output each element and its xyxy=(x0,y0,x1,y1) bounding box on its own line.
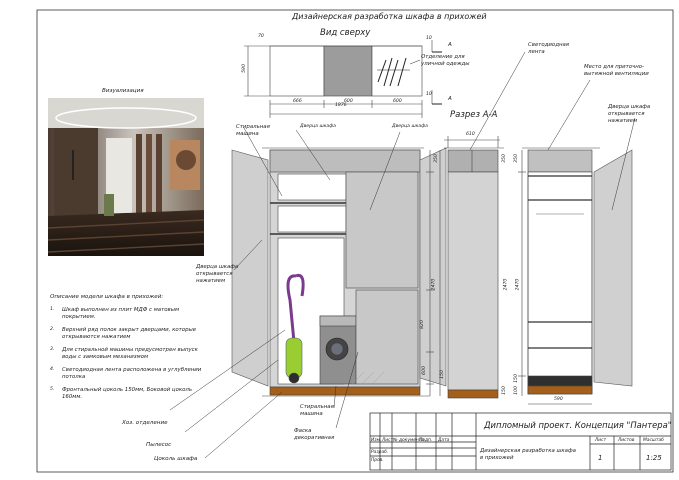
top-view-title: Вид сверху xyxy=(320,28,371,38)
dim-d3: 600 xyxy=(393,99,402,104)
leader-lines xyxy=(169,51,636,459)
description-heading: Описание модели шкафа в прихожей: xyxy=(50,294,164,300)
title-block-frame xyxy=(369,412,672,471)
dim-edge-c: 10 xyxy=(426,92,432,97)
dim-d1: 666 xyxy=(293,99,302,104)
dim-edge-b: 10 xyxy=(426,36,432,41)
dim-d2: 600 xyxy=(344,99,353,104)
hallway-render-image xyxy=(48,98,204,256)
description-item: 4. Светодиодная лента расположена в углу… xyxy=(50,367,220,381)
callout-door-right: Дверца шкафа открывается нажатием xyxy=(608,104,651,124)
visualization-title: Визуализация xyxy=(102,88,144,94)
item-num: 4. xyxy=(50,367,55,372)
section-dim-width: 610 xyxy=(466,132,475,137)
visualization-render xyxy=(48,98,204,256)
stamp-work-title: Дизайнерская разработка шкафа в прихожей xyxy=(480,448,576,461)
right-dim-height: 2470 xyxy=(515,278,521,291)
stamp-h-list: Лист xyxy=(382,438,394,443)
callout-washing-top: Стиральная машина xyxy=(236,124,270,137)
item-num: 2. xyxy=(50,327,55,332)
section-dim-height: 2470 xyxy=(503,278,509,291)
dim-edge-a: 70 xyxy=(258,34,264,39)
callout-ventilation: Место для приточно-вытяжной вентиляции xyxy=(584,64,649,77)
item-text: Фронтальный цоколь 150мм, Боковой цоколь… xyxy=(62,387,193,400)
section-mark-top: A xyxy=(448,42,452,48)
stamp-project: Дипломный проект. Концепция "Пантера" xyxy=(484,420,672,430)
dim-total: 1876 xyxy=(335,103,347,108)
item-num: 3. xyxy=(50,347,55,352)
item-text: Шкаф выполнен из плит МДФ с матовым покр… xyxy=(62,307,180,320)
stamp-col-sheets: Листов xyxy=(618,438,635,443)
description-item: 3. Для стиральной машины предусмотрен вы… xyxy=(50,347,220,361)
front-dim-h1: 2470 xyxy=(431,278,437,291)
section-mark-bottom: A xyxy=(448,96,452,102)
callout-household: Хоз. отделение xyxy=(122,420,168,426)
stamp-col-scale: Масштаб xyxy=(643,438,664,443)
front-dim-h2: 820 xyxy=(419,320,425,329)
callout-door-left: Дверца шкафа открывается нажатием xyxy=(196,264,239,284)
sheet-title: Дизайнерская разработка шкафа в прихожей xyxy=(292,12,487,21)
section-dim-top: 350 xyxy=(501,154,507,163)
right-cabinet-view xyxy=(518,147,633,405)
stamp-h-izm: Изм. xyxy=(371,438,382,443)
stamp-scale: 1:25 xyxy=(646,454,662,462)
sheet-frame xyxy=(36,9,674,473)
description-item: 2. Верхний ряд полок закрыт дверцами, ко… xyxy=(50,327,220,341)
right-dim-width: 590 xyxy=(554,397,563,402)
section-view xyxy=(439,136,504,399)
front-dim-bottom: 150 xyxy=(439,370,445,379)
section-title: Разрез А-А xyxy=(450,110,498,120)
stamp-role-check: Пров. xyxy=(371,458,384,463)
front-dim-h3: 600 xyxy=(421,366,427,375)
item-num: 1. xyxy=(50,307,55,312)
callout-plinth: Цоколь шкафа xyxy=(154,456,198,462)
front-view-cabinet xyxy=(231,147,447,397)
stamp-sheet-number: 1 xyxy=(598,454,603,462)
top-view-plan xyxy=(244,40,442,118)
right-dim-shelf: 150 xyxy=(513,374,519,383)
stamp-col-sheet: Лист xyxy=(595,438,607,443)
stamp-h-doc: № документа xyxy=(393,438,425,443)
stamp-h-date: Дата xyxy=(438,438,450,443)
callout-door-a: Дверца шкафа xyxy=(300,124,336,129)
right-dim-bottom: 100 xyxy=(513,386,519,395)
item-num: 5. xyxy=(50,387,55,392)
item-text: Верхний ряд полок закрыт дверцами, котор… xyxy=(62,327,197,340)
dim-depth: 590 xyxy=(241,64,247,73)
section-dim-bottom: 150 xyxy=(501,386,507,395)
description-item: 5. Фронтальный цоколь 150мм, Боковой цок… xyxy=(50,387,220,401)
callout-outerwear: Отделение для уличной одежды xyxy=(421,54,470,67)
description-item: 1. Шкаф выполнен из плит МДФ с матовым п… xyxy=(50,307,220,321)
callout-washing-bottom: Стиральная машина xyxy=(300,404,334,417)
callout-door-b: Дверца шкафа xyxy=(392,124,428,129)
item-text: Для стиральной машины предусмотрен выпус… xyxy=(62,347,198,360)
callout-facade: Фаска декоративная xyxy=(294,428,335,441)
stamp-role-dev: Разраб. xyxy=(371,450,389,455)
item-text: Светодиодная лента расположена в углубле… xyxy=(62,367,202,380)
callout-led-strip: Светодиодная лента xyxy=(528,42,570,55)
stamp-h-sign: Подп. xyxy=(419,438,433,443)
description-block: Описание модели шкафа в прихожей: 1. Шка… xyxy=(50,294,220,401)
front-dim-top: 350 xyxy=(433,154,439,163)
callout-vacuum: Пылесос xyxy=(146,442,172,448)
right-dim-top: 350 xyxy=(513,154,519,163)
